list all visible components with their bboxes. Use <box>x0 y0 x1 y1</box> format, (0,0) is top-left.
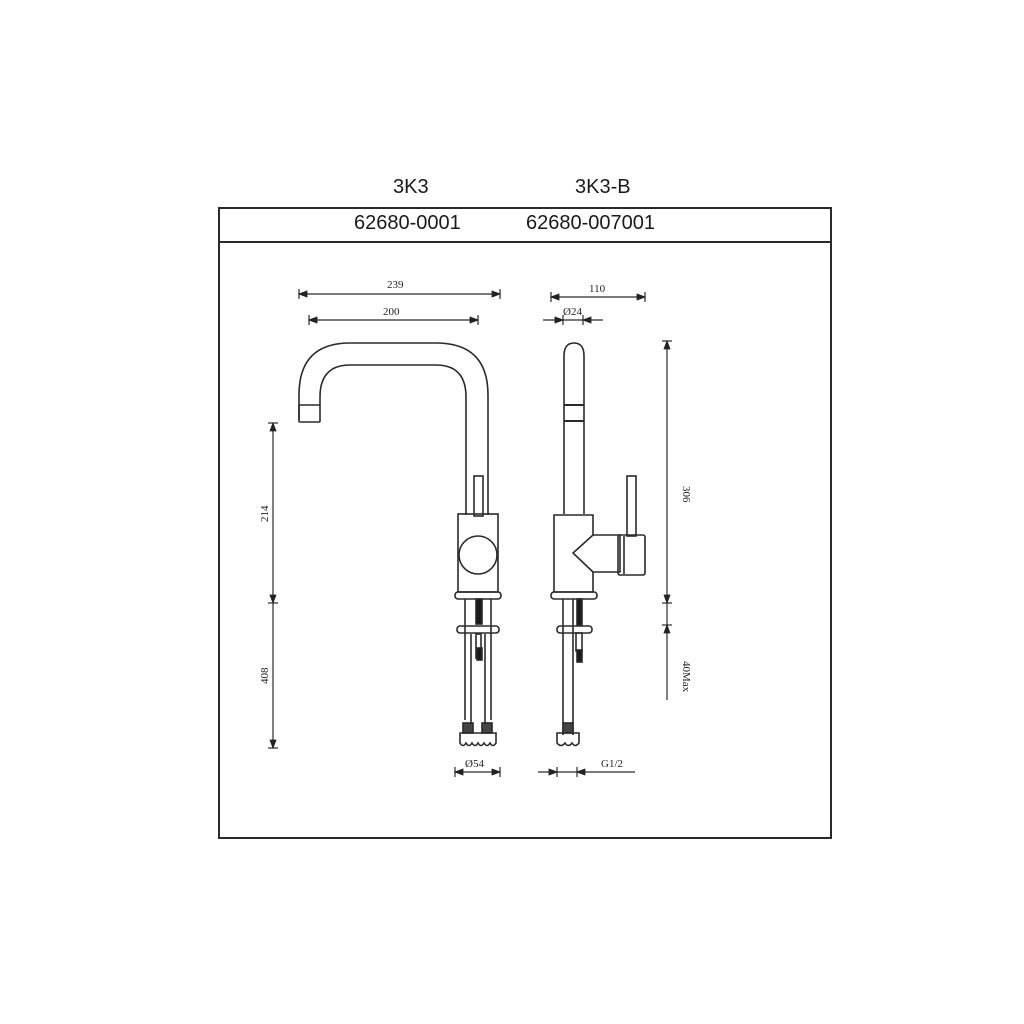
side-body <box>553 514 621 593</box>
model-name-3k3: 3K3 <box>393 176 429 198</box>
dimension-200 <box>307 315 480 325</box>
dim-label-200: 200 <box>383 306 400 318</box>
dimension-239 <box>297 289 502 299</box>
front-view: 239 200 <box>259 279 502 777</box>
dim-label-110: 110 <box>589 283 606 295</box>
dim-label-24: Ø24 <box>563 306 582 318</box>
dimension-54 <box>453 767 502 777</box>
dimension-g12 <box>538 767 635 777</box>
side-view: 110 Ø24 <box>538 283 692 777</box>
spout-aerator <box>298 404 321 423</box>
dim-label-54: Ø54 <box>465 758 484 770</box>
body <box>457 513 499 593</box>
side-spout <box>563 342 585 514</box>
dim-label-408: 408 <box>259 667 271 684</box>
side-base-flange <box>550 591 598 600</box>
dim-label-40max: 40Max <box>680 661 692 693</box>
lever-rod <box>473 475 484 517</box>
article-code-3k3-b: 62680-007001 <box>526 212 656 234</box>
side-lever <box>626 475 637 537</box>
side-handle <box>617 534 646 576</box>
dimension-110 <box>549 292 647 302</box>
dimension-vertical-side <box>662 339 672 700</box>
dimension-vertical-front <box>268 421 278 750</box>
dim-label-g12: G1/2 <box>601 758 623 770</box>
mounting-washer <box>456 625 500 634</box>
dim-label-239: 239 <box>387 279 404 291</box>
article-code-row: 62680-0001 62680-007001 <box>220 209 830 243</box>
handle-disc <box>458 535 498 575</box>
side-hose-connector <box>556 732 580 747</box>
base-flange <box>454 591 502 600</box>
side-washer <box>556 625 593 634</box>
spout-outline <box>298 342 489 515</box>
model-name-3k3-b: 3K3-B <box>575 176 631 198</box>
drawing-frame: 62680-0001 62680-007001 <box>218 207 832 839</box>
dimension-24 <box>543 315 603 325</box>
article-code-3k3: 62680-0001 <box>354 212 461 234</box>
dim-label-214: 214 <box>259 505 271 522</box>
dim-label-306: 306 <box>680 486 692 503</box>
hose-connectors <box>459 732 497 747</box>
